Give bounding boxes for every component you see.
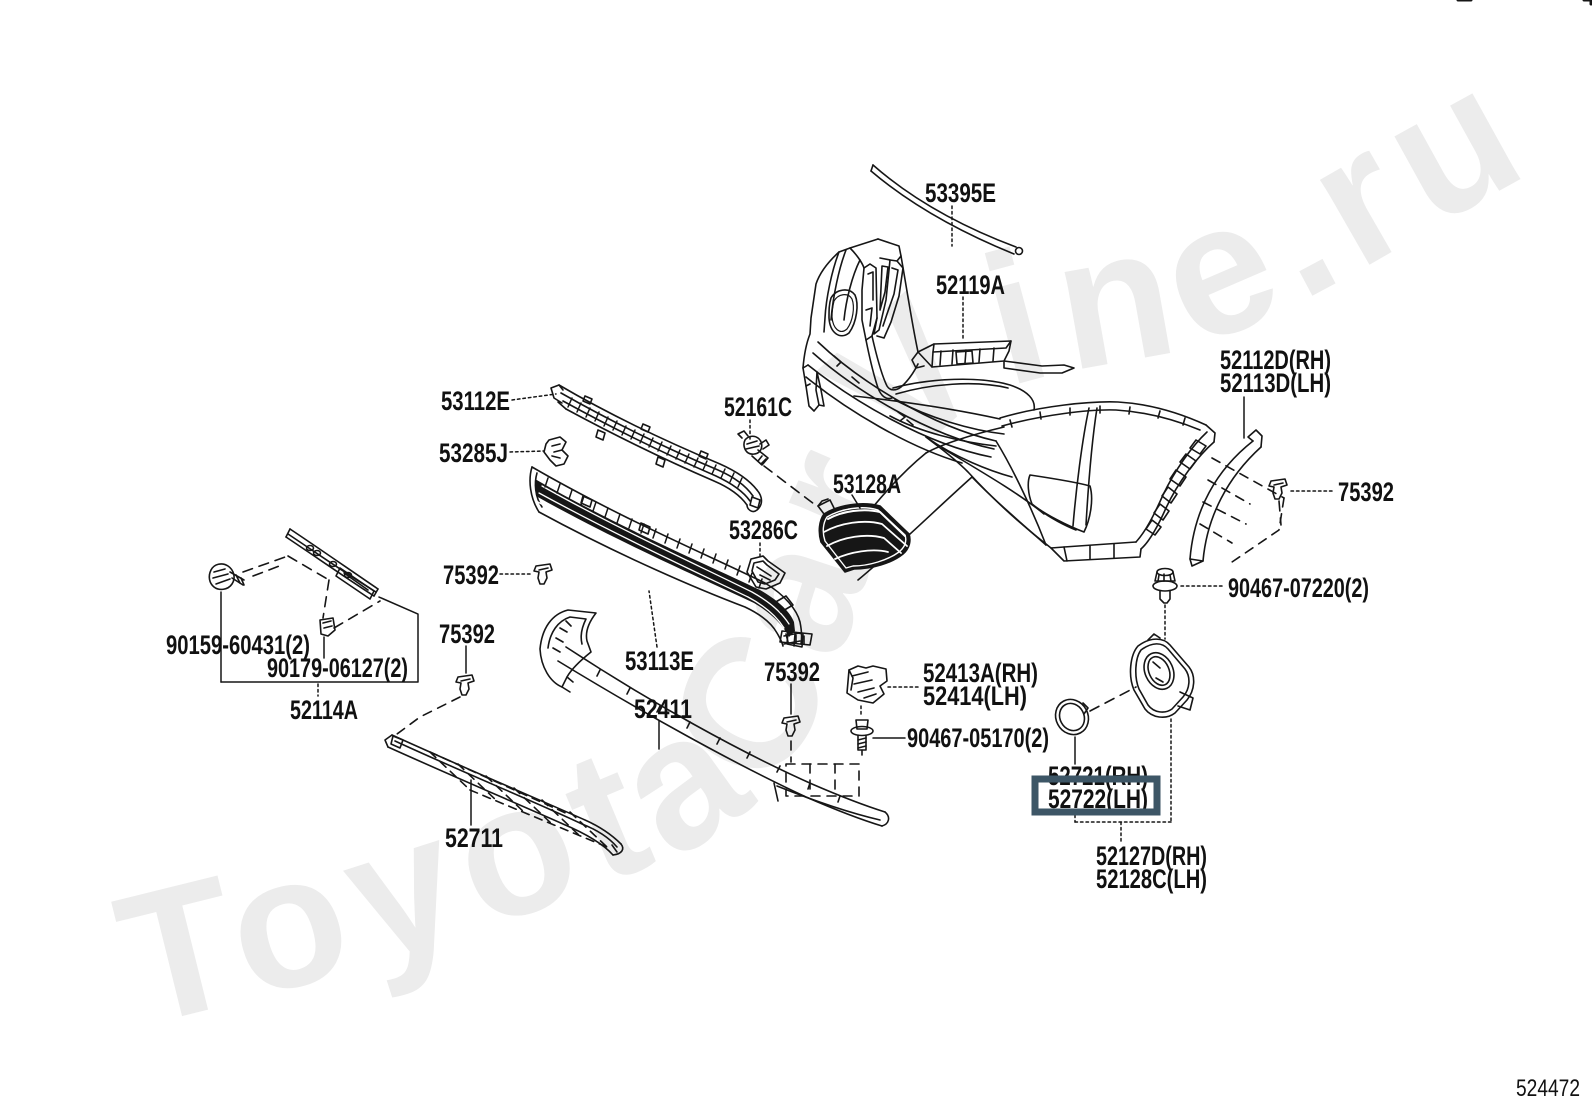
svg-text:52411: 52411 xyxy=(634,694,692,724)
svg-text:52414(LH): 52414(LH) xyxy=(923,681,1027,711)
svg-text:52711: 52711 xyxy=(445,823,503,853)
svg-text:52413A(RH): 52413A(RH) xyxy=(923,658,1038,688)
svg-text:75392: 75392 xyxy=(1338,477,1394,507)
svg-text:75392: 75392 xyxy=(439,619,495,649)
svg-text:90467-07220(2): 90467-07220(2) xyxy=(1228,573,1369,603)
svg-text:52112D(RH): 52112D(RH) xyxy=(1220,345,1331,375)
svg-text:53113E: 53113E xyxy=(625,646,694,676)
svg-text:52113D(LH): 52113D(LH) xyxy=(1220,368,1331,398)
svg-text:524472: 524472 xyxy=(1516,1075,1580,1099)
svg-text:90159-60431(2): 90159-60431(2) xyxy=(166,630,310,660)
svg-text:52128C(LH): 52128C(LH) xyxy=(1096,864,1207,894)
svg-text:53286C: 53286C xyxy=(729,515,798,545)
svg-text:52161C: 52161C xyxy=(724,392,792,422)
svg-text:52127D(RH): 52127D(RH) xyxy=(1096,841,1207,871)
svg-text:75392: 75392 xyxy=(764,657,820,687)
svg-text:52119A: 52119A xyxy=(936,270,1005,300)
svg-text:53112E: 53112E xyxy=(441,386,510,416)
svg-text:75392: 75392 xyxy=(443,560,499,590)
svg-text:52114A: 52114A xyxy=(290,695,358,725)
svg-text:90179-06127(2): 90179-06127(2) xyxy=(267,653,408,683)
svg-text:90467-05170(2): 90467-05170(2) xyxy=(907,723,1049,753)
svg-text:53128A: 53128A xyxy=(833,469,901,499)
svg-text:53285J: 53285J xyxy=(439,438,508,468)
svg-text:53395E: 53395E xyxy=(925,178,996,208)
